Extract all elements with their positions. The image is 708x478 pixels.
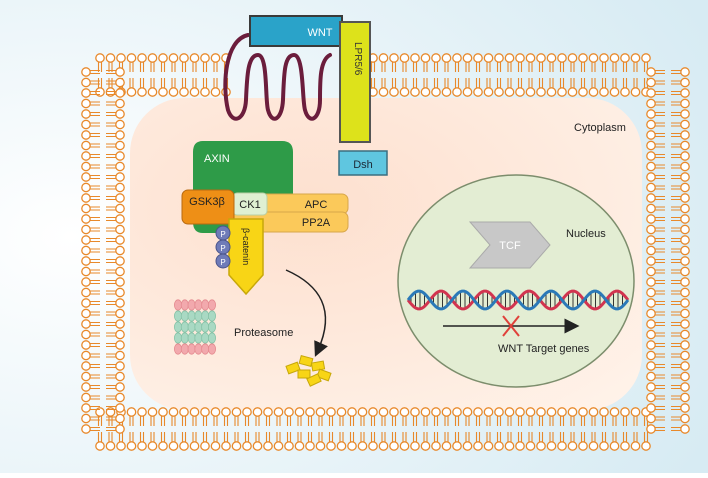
gsk3b-box bbox=[181, 189, 235, 225]
apc-label: APC bbox=[305, 199, 328, 211]
phospho-group-1: P bbox=[215, 225, 231, 241]
wnt-label: WNT bbox=[307, 27, 332, 39]
nucleus bbox=[397, 174, 635, 388]
frizzled-receptor-loop bbox=[223, 33, 332, 121]
tcf-shape bbox=[468, 221, 551, 269]
beta-catenin-shape bbox=[228, 218, 264, 296]
gsk3b-label: GSK3β bbox=[189, 196, 225, 208]
degraded-protein-fragments-icon bbox=[285, 354, 332, 387]
target-genes-label: WNT Target genes bbox=[498, 343, 590, 355]
phospho-group-2: P bbox=[215, 239, 231, 255]
cytoplasm-label: Cytoplasm bbox=[574, 122, 626, 134]
phospho-group-3: P bbox=[215, 253, 231, 269]
lpr-label: LPR5/6 bbox=[352, 42, 363, 76]
proteasome-label: Proteasome bbox=[234, 327, 293, 339]
degradation-arrow-icon bbox=[285, 269, 328, 357]
dsh-label: Dsh bbox=[353, 159, 373, 171]
ck1-label: CK1 bbox=[239, 199, 260, 211]
pp2a-label: PP2A bbox=[302, 217, 331, 229]
nucleus-label: Nucleus bbox=[566, 228, 606, 240]
lpr-receptor bbox=[339, 21, 371, 143]
svg-text:P: P bbox=[220, 230, 225, 239]
svg-text:P: P bbox=[220, 258, 225, 267]
proteasome-barrel-icon bbox=[173, 299, 216, 355]
axin-label: AXIN bbox=[204, 153, 230, 165]
beta-catenin-label: β-catenin bbox=[241, 228, 251, 265]
wnt-box bbox=[249, 15, 343, 47]
transcription-blocked-x-icon bbox=[502, 315, 520, 337]
svg-text:P: P bbox=[220, 244, 225, 253]
tcf-label: TCF bbox=[499, 240, 521, 252]
dna-helix bbox=[406, 289, 630, 311]
dsh-box bbox=[338, 150, 388, 176]
